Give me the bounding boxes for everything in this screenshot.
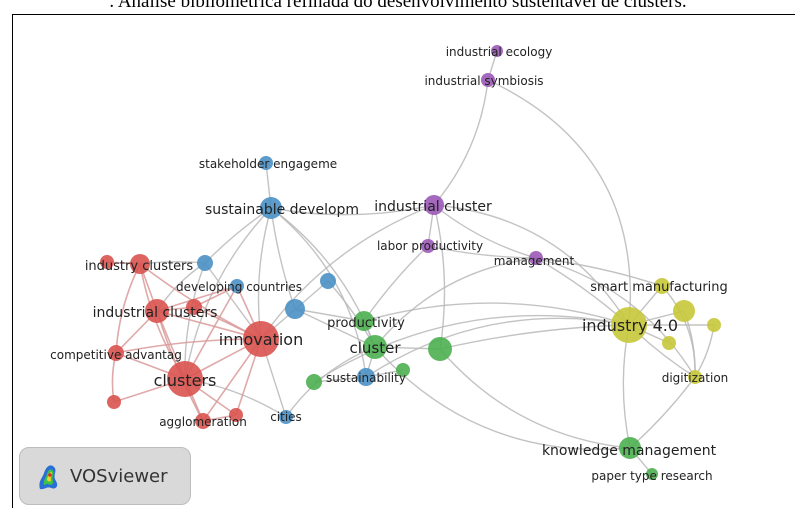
network-link — [270, 207, 296, 310]
label-sustainability: sustainability — [326, 371, 406, 385]
network-link — [270, 204, 435, 216]
node-clusters[interactable] — [167, 361, 203, 397]
node-sustainability[interactable] — [357, 368, 375, 386]
node-industry-40[interactable] — [611, 307, 647, 343]
network-link — [629, 376, 696, 449]
network-link — [184, 207, 272, 380]
label-cluster: cluster — [349, 339, 401, 357]
label-competitive-advantage: competitive advantag — [50, 348, 182, 362]
network-link — [427, 245, 537, 259]
network-link — [313, 314, 630, 383]
label-cities: cities — [270, 410, 302, 424]
network-link — [257, 207, 272, 340]
network-link — [365, 317, 630, 378]
node-paper-type-research[interactable] — [646, 468, 658, 480]
network-node[interactable] — [306, 374, 322, 390]
node-industrial-cluster[interactable] — [424, 195, 444, 215]
network-frame — [12, 14, 795, 508]
label-paper-type-research: paper type research — [591, 469, 712, 483]
network-link — [260, 204, 435, 340]
node-labor-productivity[interactable] — [421, 239, 435, 253]
label-industrial-clusters: industrial clusters — [93, 305, 218, 321]
label-digitization: digitization — [662, 371, 729, 385]
network-node[interactable] — [229, 408, 243, 422]
label-management: management — [494, 254, 575, 268]
network-link — [433, 204, 446, 350]
node-agglomeration[interactable] — [195, 413, 211, 429]
network-node[interactable] — [285, 299, 305, 319]
node-cities[interactable] — [279, 410, 293, 424]
node-sustainable-development[interactable] — [260, 197, 282, 219]
network-node[interactable] — [197, 255, 213, 271]
node-competitive-advantage[interactable] — [108, 345, 124, 361]
network-link — [363, 245, 429, 322]
label-industrial-ecology: industrial ecology — [446, 45, 553, 59]
node-stakeholder-engagement[interactable] — [259, 156, 273, 170]
label-sustainable-development: sustainable developm — [205, 202, 359, 218]
network-nodes — [100, 45, 721, 480]
network-link — [374, 257, 537, 348]
network-link — [439, 324, 630, 350]
network-labels: industrial ecology industrial symbiosis in… — [50, 45, 728, 483]
node-knowledge-management[interactable] — [619, 437, 641, 459]
label-knowledge-management: knowledge management — [542, 443, 717, 459]
label-labor-productivity: labor productivity — [377, 239, 483, 253]
network-node[interactable] — [100, 255, 114, 269]
label-industry-40: industry 4.0 — [582, 316, 678, 335]
node-management[interactable] — [529, 251, 543, 265]
label-clusters: clusters — [154, 371, 217, 390]
node-digitization[interactable] — [688, 370, 702, 384]
node-industrial-clusters[interactable] — [145, 299, 169, 323]
node-industrial-ecology[interactable] — [491, 45, 503, 57]
network-link — [661, 285, 696, 378]
figure-caption: . Análise bibliométrica refinada do dese… — [109, 0, 687, 12]
network-link — [363, 302, 630, 326]
node-smart-manufacturing[interactable] — [654, 278, 670, 294]
node-industrial-symbiosis[interactable] — [481, 73, 495, 87]
network-node[interactable] — [428, 337, 452, 361]
network-link — [433, 204, 630, 326]
label-industry-clusters: industry clusters — [85, 259, 194, 274]
network-link — [374, 346, 631, 451]
network-node[interactable] — [673, 300, 695, 322]
label-developing-countries: developing countries — [176, 280, 302, 294]
network-node[interactable] — [320, 273, 336, 289]
node-productivity[interactable] — [354, 311, 374, 331]
network-link — [285, 346, 376, 418]
node-industry-clusters[interactable] — [130, 254, 150, 274]
vosviewer-badge[interactable]: VOSviewer — [19, 447, 191, 505]
network-node[interactable] — [662, 336, 676, 350]
network-node[interactable] — [707, 318, 721, 332]
network-link — [535, 257, 663, 287]
node-cluster[interactable] — [363, 335, 387, 359]
node-developing-countries[interactable] — [230, 279, 244, 293]
label-smart-manufacturing: smart manufacturing — [590, 280, 728, 295]
label-stakeholder-engagement: stakeholder engageme — [199, 157, 337, 171]
label-industrial-cluster: industrial cluster — [374, 199, 492, 215]
label-agglomeration: agglomeration — [159, 415, 247, 429]
network-link — [439, 348, 631, 449]
label-industrial-symbiosis: industrial symbiosis — [424, 74, 543, 88]
vosviewer-logo-text: VOSviewer — [70, 465, 168, 487]
network-node[interactable] — [396, 363, 410, 377]
network-link — [433, 204, 537, 259]
label-innovation: innovation — [219, 330, 303, 349]
network-node[interactable] — [186, 299, 202, 315]
node-innovation[interactable] — [243, 321, 279, 357]
label-productivity: productivity — [327, 316, 405, 331]
vosviewer-logo-icon — [39, 465, 58, 490]
network-link — [535, 257, 696, 378]
network-link — [433, 79, 489, 206]
network-link — [694, 324, 715, 378]
network-link — [622, 324, 631, 449]
network-node[interactable] — [107, 395, 121, 409]
network-link — [487, 79, 632, 326]
